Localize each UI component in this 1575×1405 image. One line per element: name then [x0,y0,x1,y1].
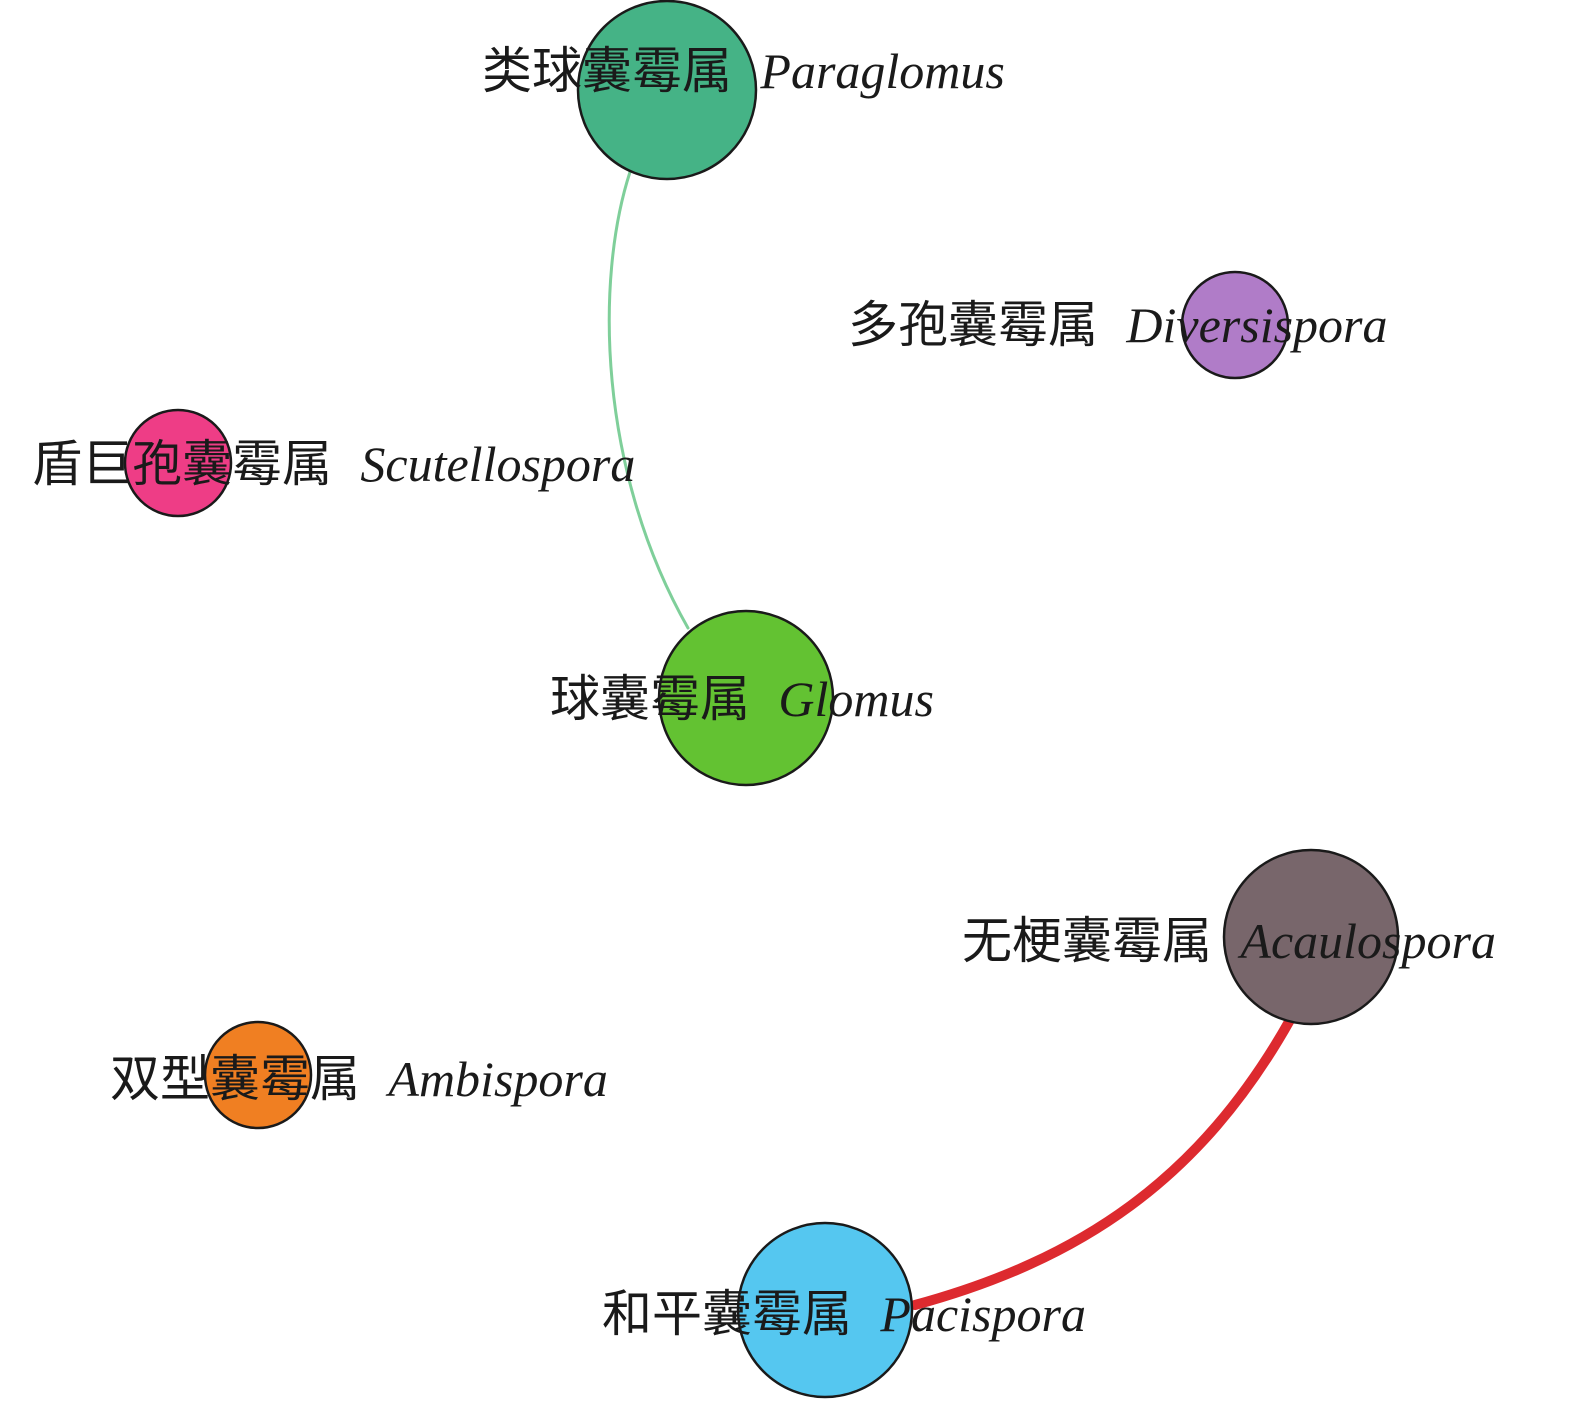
label-acaulospora-cn: 无梗囊霉属 [962,912,1212,970]
node-acaulospora[interactable] [1222,848,1400,1026]
edges [607,170,1295,1310]
label-glomus-cn: 球囊霉属 [550,670,750,728]
label-ambispora-cn: 双型囊霉属 [110,1050,360,1108]
labels: 类球囊霉属 Paraglomus 多孢囊霉属 Diversispora 盾巨孢囊… [32,42,1496,1343]
label-ambispora-latin: Ambispora [376,1051,608,1107]
node-glomus[interactable] [657,609,835,787]
label-paraglomus-cn: 类球囊霉属 [482,42,732,100]
label-scutellospora-latin: Scutellospora [348,436,635,492]
edge-paraglomus-glomus [607,170,690,630]
node-scutellospora[interactable] [123,408,233,518]
label-scutellospora: 盾巨孢囊霉属 Scutellospora [32,435,635,493]
label-diversispora-cn: 多孢囊霉属 [848,296,1098,354]
label-glomus: 球囊霉属 Glomus [550,670,934,728]
edge-acaulospora-pacispora [910,1015,1295,1310]
label-diversispora-latin: Diversispora [1114,297,1388,353]
node-pacispora[interactable] [736,1221,914,1399]
label-pacispora-cn: 和平囊霉属 [602,1285,852,1343]
label-paraglomus: 类球囊霉属 Paraglomus [482,42,1005,100]
node-diversispora[interactable] [1180,270,1290,380]
label-diversispora: 多孢囊霉属 Diversispora [848,296,1388,354]
label-glomus-latin: Glomus [766,671,934,727]
node-paraglomus[interactable] [576,0,758,181]
label-acaulospora: 无梗囊霉属 Acaulospora [962,912,1496,970]
label-scutellospora-cn: 盾巨孢囊霉属 [32,435,332,493]
label-acaulospora-latin: Acaulospora [1228,913,1496,969]
label-ambispora: 双型囊霉属 Ambispora [110,1050,608,1108]
nodes [123,0,1400,1399]
label-pacispora: 和平囊霉属 Pacispora [602,1285,1086,1343]
label-pacispora-latin: Pacispora [868,1286,1086,1342]
node-ambispora[interactable] [203,1020,313,1130]
label-paraglomus-latin: Paraglomus [748,43,1005,99]
